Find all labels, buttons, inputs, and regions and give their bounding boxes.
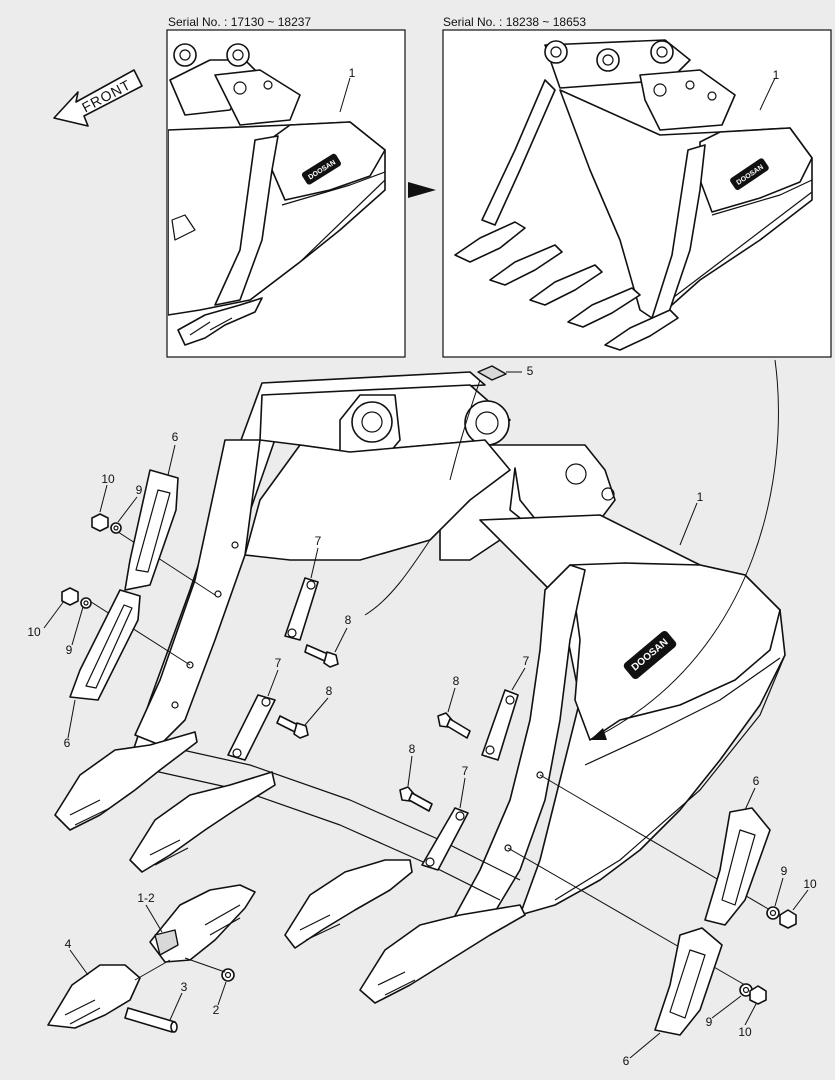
callout-6-r1: 6 <box>753 774 760 788</box>
callout-2: 2 <box>213 1003 220 1017</box>
link-c <box>481 689 519 761</box>
callout-7-c: 7 <box>523 654 530 668</box>
link-a <box>284 577 319 641</box>
callout-7-a: 7 <box>315 534 322 548</box>
callout-8-b: 8 <box>326 684 333 698</box>
lock-2 <box>221 968 235 982</box>
side-cutter-top-left <box>124 469 179 591</box>
callout-8-c: 8 <box>453 674 460 688</box>
callout-10-top: 10 <box>101 472 115 486</box>
link-d <box>421 807 469 871</box>
callout-9-r1: 9 <box>781 864 788 878</box>
callout-6-top: 6 <box>172 430 179 444</box>
callout-8-a: 8 <box>345 613 352 627</box>
hardware-right <box>739 906 797 1005</box>
side-cutter-right-2 <box>654 927 723 1036</box>
pin-3 <box>124 1007 178 1033</box>
serial-range-right: Serial No. : 18238 ~ 18653 <box>443 15 587 29</box>
callout-inset-right-1: 1 <box>773 68 780 82</box>
inset-right: DOOSAN 1 <box>442 29 832 358</box>
tooth-point-4 <box>47 964 141 1029</box>
serial-range-left: Serial No. : 17130 ~ 18237 <box>168 15 312 29</box>
tooth-adapter-1-2 <box>149 884 256 963</box>
callout-9-top: 9 <box>136 483 143 497</box>
callout-6-mid: 6 <box>64 736 71 750</box>
callout-9-mid: 9 <box>66 643 73 657</box>
callout-3: 3 <box>181 980 188 994</box>
callout-7-b: 7 <box>275 656 282 670</box>
bolt-c <box>437 712 471 739</box>
bolt-d <box>399 786 433 812</box>
main-bucket: DOOSAN <box>87 359 786 986</box>
front-label: FRONT <box>79 76 134 115</box>
callout-inset-left-1: 1 <box>349 66 356 80</box>
inset-left: DOOSAN 1 <box>166 29 406 358</box>
link-b <box>227 694 276 761</box>
transition-arrow-icon <box>408 182 436 198</box>
bolt-b <box>276 715 309 739</box>
callout-5: 5 <box>527 364 534 378</box>
callout-10-mid: 10 <box>27 625 41 639</box>
callout-6-r2: 6 <box>623 1054 630 1068</box>
callout-9-r2: 9 <box>706 1015 713 1029</box>
item-5-decal <box>449 365 522 481</box>
side-cutter-mid-left <box>69 589 141 701</box>
callout-7-d: 7 <box>462 764 469 778</box>
side-cutter-right-1 <box>704 807 771 926</box>
callout-10-r1: 10 <box>803 877 817 891</box>
callout-4: 4 <box>65 937 72 951</box>
callouts: 1 5 6 10 9 10 9 6 7 8 7 8 8 7 <box>27 364 817 1068</box>
main-teeth <box>54 731 526 1004</box>
callout-main-1: 1 <box>697 490 704 504</box>
bolt-a <box>304 644 339 668</box>
callout-10-r2: 10 <box>738 1025 752 1039</box>
callout-8-d: 8 <box>409 742 416 756</box>
hardware-left <box>61 513 122 609</box>
front-arrow-icon: FRONT <box>53 69 143 127</box>
callout-1-2: 1-2 <box>137 891 155 905</box>
